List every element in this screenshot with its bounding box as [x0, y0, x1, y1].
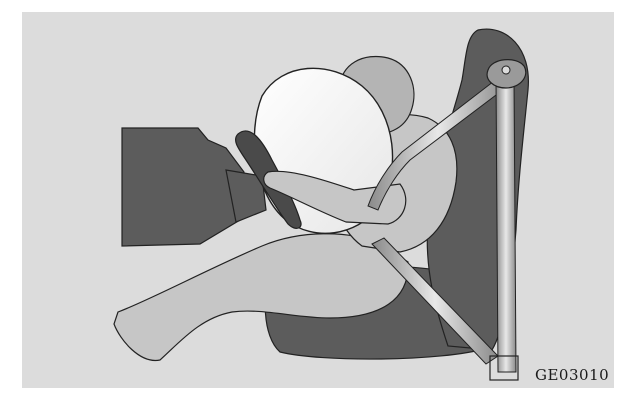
anchor-bolt-icon — [502, 66, 510, 74]
vertical-belt-webbing — [496, 78, 516, 372]
figure-code-label: GE03010 — [535, 366, 609, 384]
